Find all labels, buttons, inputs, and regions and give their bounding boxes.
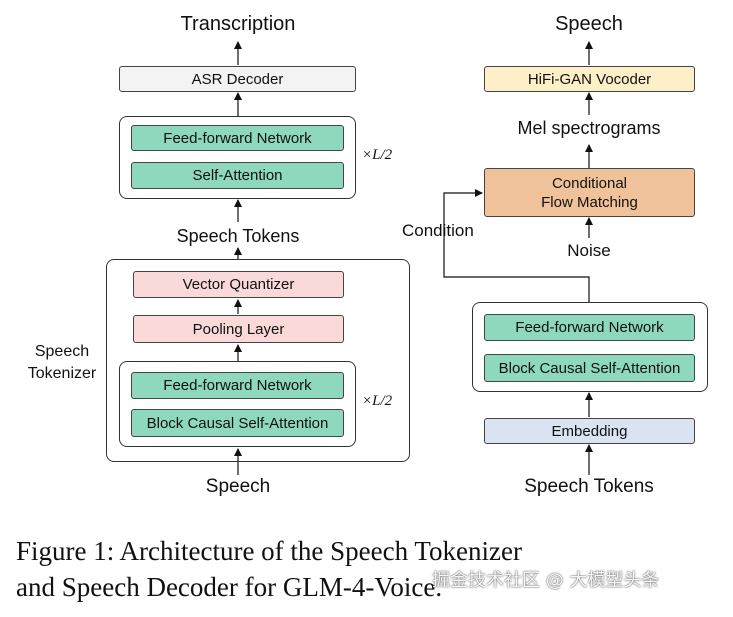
decoder-block-causal-attention-label: Block Causal Self-Attention xyxy=(498,359,681,377)
upper-ffn-box: Feed-forward Network xyxy=(131,125,344,151)
lower-ffn-box: Feed-forward Network xyxy=(131,372,344,399)
hifigan-vocoder-box: HiFi-GAN Vocoder xyxy=(484,66,695,92)
noise-label: Noise xyxy=(567,241,611,260)
lower-block-causal-attention-box: Block Causal Self-Attention xyxy=(131,409,344,437)
condition-connector xyxy=(443,189,590,302)
figure-caption-line2: and Speech Decoder for GLM-4-Voice. xyxy=(16,572,443,602)
upper-repeat-label: ×L/2 xyxy=(362,147,393,163)
tokenizer-encoder-block xyxy=(119,361,356,447)
embedding-box: Embedding xyxy=(484,418,695,444)
flow-matching-line2: Flow Matching xyxy=(541,193,638,211)
decoder-ffn-box: Feed-forward Network xyxy=(484,314,695,341)
conditional-flow-matching-box: Conditional Flow Matching xyxy=(484,168,695,217)
figure-caption-line1: Figure 1: Architecture of the Speech Tok… xyxy=(16,536,522,566)
speech-tokenizer-label-line2: Tokenizer xyxy=(27,365,97,382)
lower-block-causal-attention-label: Block Causal Self-Attention xyxy=(146,414,329,432)
asr-decoder-label: ASR Decoder xyxy=(191,70,284,88)
lower-ffn-label: Feed-forward Network xyxy=(163,377,312,394)
upper-self-attention-label: Self-Attention xyxy=(192,167,283,184)
decoder-block-causal-attention-box: Block Causal Self-Attention xyxy=(484,354,695,382)
speech-tokenizer-label-line1: Speech xyxy=(34,343,90,360)
asr-transformer-block xyxy=(119,116,356,199)
vector-quantizer-box: Vector Quantizer xyxy=(133,271,344,298)
speech-tokens-input-label: Speech Tokens xyxy=(524,476,654,497)
condition-label: Condition xyxy=(402,221,474,240)
pooling-layer-label: Pooling Layer xyxy=(192,320,285,338)
decoder-transformer-block xyxy=(472,302,708,392)
speech-tokenizer-group xyxy=(106,259,410,462)
lower-repeat-label: ×L/2 xyxy=(362,393,393,409)
speech-output-label: Speech xyxy=(555,13,623,35)
flow-matching-line1: Conditional xyxy=(551,174,628,192)
mel-spectrograms-label: Mel spectrograms xyxy=(517,118,661,138)
pooling-layer-box: Pooling Layer xyxy=(133,315,344,343)
watermark: 掘金技术社区 @ 大模型头条 xyxy=(432,570,660,591)
decoder-ffn-label: Feed-forward Network xyxy=(515,319,664,336)
transcription-label: Transcription xyxy=(180,13,296,35)
hifigan-vocoder-label: HiFi-GAN Vocoder xyxy=(527,70,652,88)
asr-decoder-box: ASR Decoder xyxy=(119,66,356,92)
upper-ffn-label: Feed-forward Network xyxy=(163,129,312,147)
upper-self-attention-box: Self-Attention xyxy=(131,162,344,189)
speech-tokens-label: Speech Tokens xyxy=(176,226,300,246)
vector-quantizer-label: Vector Quantizer xyxy=(182,276,295,293)
embedding-label: Embedding xyxy=(551,422,628,440)
speech-input-label: Speech xyxy=(205,476,271,497)
speech-tokenizer-group-label: Speech Tokenizer xyxy=(22,341,102,385)
